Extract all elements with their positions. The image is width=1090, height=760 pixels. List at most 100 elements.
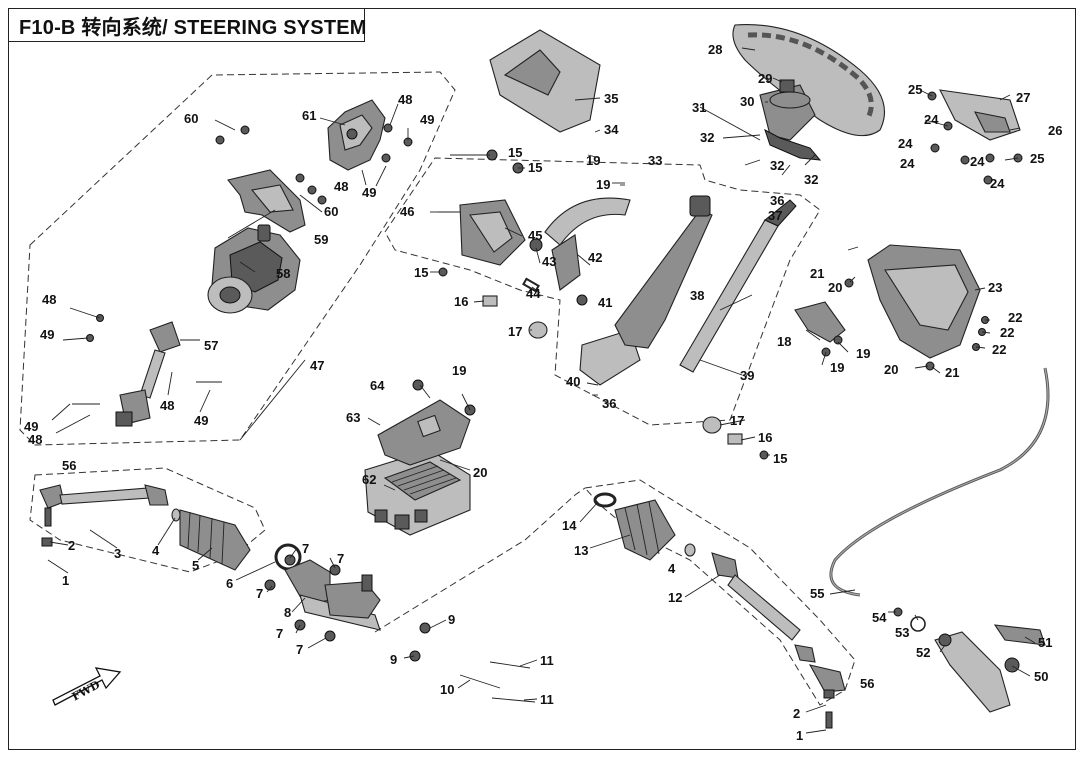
title-box: F10-B 转向系统/ STEERING SYSTEM [8, 8, 367, 42]
callout: 48 [28, 432, 42, 447]
group-outline-8-link [374, 487, 586, 633]
callout: 28 [708, 42, 722, 57]
callout: 17 [508, 324, 522, 339]
callout: 36 [770, 193, 784, 208]
callout: 27 [1016, 90, 1030, 105]
column-mount-bracket [227, 169, 306, 233]
callout: 8 [284, 605, 291, 620]
callout: 22 [1008, 310, 1022, 325]
eps-motor-unit [207, 224, 301, 314]
steering-column-tube [579, 195, 713, 386]
callout: 59 [314, 232, 328, 247]
callout: 48 [398, 92, 412, 107]
callout: 11 [540, 692, 554, 707]
callout: 25 [908, 82, 922, 97]
callout: 52 [916, 645, 930, 660]
callout: 3 [114, 546, 121, 561]
column-shroud [459, 199, 543, 266]
lower-dash-panel [844, 244, 989, 371]
column-hardware [438, 149, 769, 460]
callout: 39 [740, 368, 754, 383]
callout: 17 [730, 413, 744, 428]
callout: 24 [990, 176, 1005, 191]
callout: 7 [302, 541, 309, 556]
callout: 63 [346, 410, 360, 425]
callout: 46 [400, 204, 414, 219]
tilt-lever [544, 197, 631, 306]
callout: 15 [528, 160, 542, 175]
callout: 56 [860, 676, 874, 691]
callout: 49 [194, 413, 208, 428]
callout: 38 [690, 288, 704, 303]
callout: 18 [777, 334, 791, 349]
callout: 24 [898, 136, 913, 151]
callout: 5 [192, 558, 199, 573]
right-boot-and-tie-rod [593, 492, 846, 729]
callout: 48 [334, 179, 348, 194]
column-small-hardware [72, 123, 413, 405]
callout: 40 [566, 374, 580, 389]
fwd-arrow-icon: FWD [52, 667, 122, 706]
callout: 15 [508, 145, 522, 160]
callout: 19 [452, 363, 466, 378]
controller-bracket [377, 379, 476, 466]
callout: 11 [540, 653, 554, 668]
callout: 31 [692, 100, 706, 115]
fwd-label: FWD [70, 678, 103, 704]
callout: 21 [945, 365, 959, 380]
callout: 57 [204, 338, 218, 353]
callout: 19 [586, 153, 600, 168]
callout: 23 [988, 280, 1002, 295]
callout: 21 [810, 266, 824, 281]
callout: 19 [856, 346, 870, 361]
callout: 6 [226, 576, 233, 591]
callout: 16 [758, 430, 772, 445]
callout: 61 [302, 108, 316, 123]
callout-labels: 1 1 2 2 3 4 4 5 6 7 7 7 7 7 8 9 9 10 11 … [24, 42, 1062, 743]
callout: 24 [970, 154, 985, 169]
callout: 15 [773, 451, 787, 466]
right-panel-group [927, 89, 1023, 185]
callout: 49 [420, 112, 434, 127]
group-outline-47 [19, 71, 456, 446]
callout: 41 [598, 295, 612, 310]
callout: 1 [796, 728, 803, 743]
callout: 20 [473, 465, 487, 480]
callout: 44 [526, 286, 541, 301]
diagram-frame [8, 8, 1076, 750]
callout: 42 [588, 250, 602, 265]
callout: 32 [804, 172, 818, 187]
left-boot [171, 508, 302, 571]
lower-universal-shaft [115, 321, 181, 427]
upper-cover [489, 29, 601, 133]
callout: 10 [440, 682, 454, 697]
callout: 32 [700, 130, 714, 145]
callout: 54 [872, 610, 887, 625]
callout: 4 [152, 543, 160, 558]
diagram-title: F10-B 转向系统/ STEERING SYSTEM [19, 16, 367, 39]
callout: 14 [562, 518, 577, 533]
callout: 53 [895, 625, 909, 640]
callout: 49 [40, 327, 54, 342]
callout: 16 [454, 294, 468, 309]
callout: 7 [276, 626, 283, 641]
callout: 7 [337, 551, 344, 566]
callout: 25 [1030, 151, 1044, 166]
column-upper-bracket [327, 99, 386, 171]
callout: 30 [740, 94, 754, 109]
callout: 35 [604, 91, 618, 106]
callout: 50 [1034, 669, 1048, 684]
callout: 58 [276, 266, 290, 281]
callout: 62 [362, 472, 376, 487]
callout: 9 [448, 612, 455, 627]
callout: 37 [768, 208, 782, 223]
callout: 64 [370, 378, 385, 393]
left-tie-rod [39, 484, 169, 547]
callout: 20 [884, 362, 898, 377]
callout: 20 [828, 280, 842, 295]
callout: 13 [574, 543, 588, 558]
callout: 24 [924, 112, 939, 127]
callout: 12 [668, 590, 682, 605]
callout: 47 [310, 358, 324, 373]
